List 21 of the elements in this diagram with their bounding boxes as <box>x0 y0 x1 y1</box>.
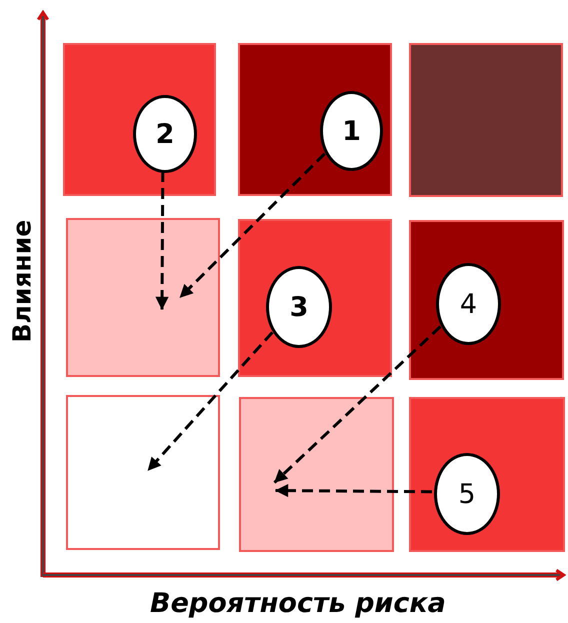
dashed-arrow <box>178 152 326 299</box>
axis-label: Влияние <box>8 222 36 342</box>
number-oval: 2 <box>133 95 197 173</box>
number-oval: 3 <box>266 266 332 348</box>
matrix-square <box>63 43 216 196</box>
matrix-square <box>238 219 392 377</box>
dashed-arrow <box>274 484 432 498</box>
matrix-square <box>239 397 394 552</box>
number-oval: 5 <box>434 453 500 535</box>
matrix-square <box>238 43 392 196</box>
matrix-square <box>66 395 220 550</box>
matrix-square <box>409 43 563 197</box>
matrix-square <box>409 397 565 552</box>
matrix-square <box>66 218 220 377</box>
axis-label: Вероятность риска <box>150 588 446 619</box>
matrix-square <box>409 220 564 380</box>
dashed-arrow <box>155 170 169 310</box>
dashed-arrow <box>273 325 442 484</box>
number-oval: 1 <box>320 91 383 171</box>
number-oval: 4 <box>436 263 501 345</box>
dashed-arrow <box>146 331 274 472</box>
